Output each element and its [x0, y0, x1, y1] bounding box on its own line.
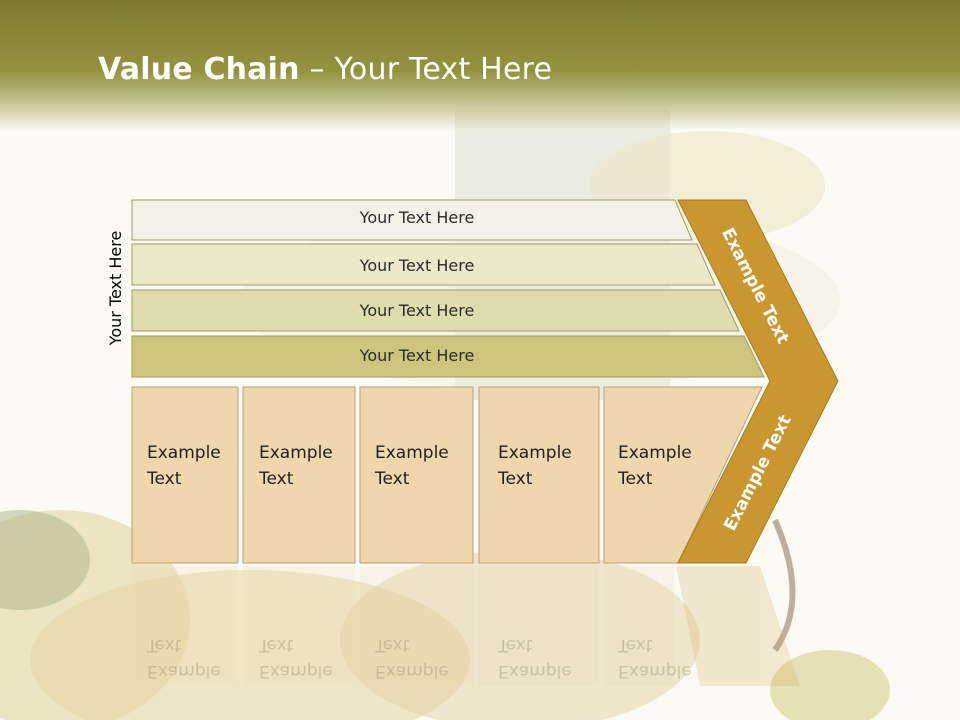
chevron-arrow[interactable] [677, 199, 839, 564]
bar-2[interactable] [131, 243, 716, 286]
title-band [0, 0, 960, 130]
page-title: Value Chain – Your Text Here [98, 52, 552, 87]
bar-4[interactable] [131, 335, 765, 378]
bar-4-label: Your Text Here [359, 346, 475, 365]
box-1[interactable] [131, 386, 239, 564]
bar-1-label: Your Text Here [359, 208, 475, 227]
bar-3-label: Your Text Here [359, 301, 475, 320]
bar-3[interactable] [131, 289, 740, 332]
box-3[interactable] [359, 386, 474, 564]
box-2[interactable] [242, 386, 356, 564]
side-label: Your Text Here [106, 230, 125, 346]
box-4[interactable] [478, 386, 600, 564]
bar-1[interactable] [131, 199, 693, 241]
title-rest: – Your Text Here [299, 52, 553, 87]
bar-2-label: Your Text Here [359, 256, 475, 275]
title-bold: Value Chain [98, 52, 300, 87]
